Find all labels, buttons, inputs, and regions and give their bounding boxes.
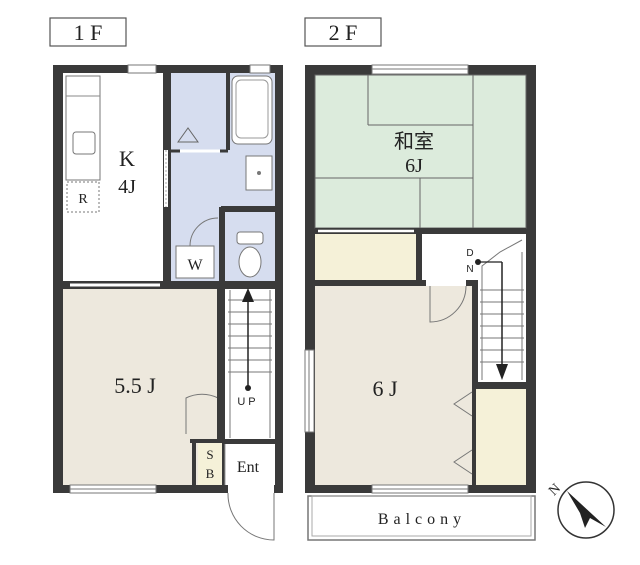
fridge-space [66, 181, 100, 213]
balcony-label: Balcony [378, 511, 466, 528]
entrance-door-swing [227, 492, 275, 541]
shoe-box [198, 441, 222, 485]
balcony [307, 495, 536, 541]
room-6j-label: 6 J [372, 376, 398, 401]
washer-label: W [187, 257, 203, 274]
kitchen-label: K [119, 146, 135, 171]
floor1-stairs [225, 289, 275, 441]
closet-lower [476, 388, 526, 485]
stairs-up-label: UP [237, 396, 258, 408]
stairs-down-label-n: N [466, 264, 473, 275]
floor2-title: 2 F [329, 20, 358, 45]
tatami-room-label: 和室 [394, 130, 434, 153]
toilet-icon [238, 246, 262, 278]
floor1-title-box: 1 F [49, 17, 127, 47]
entrance-floor [225, 444, 275, 485]
up-arrow-icon [242, 288, 254, 302]
sink-icon [72, 131, 96, 155]
room-5-5j [63, 289, 217, 485]
north-arrow-icon [567, 491, 606, 528]
shoe-box-label-s: S [206, 447, 213, 462]
room-6j-door-swing [429, 285, 467, 323]
room-5-5j-label: 5.5 J [114, 373, 156, 398]
floor2-title-box: 2 F [304, 17, 382, 47]
kitchen-size: 4J [118, 176, 136, 198]
stairs-down-label-d: D [466, 248, 473, 259]
down-arrow-icon [496, 364, 508, 380]
floor2-plan: 和室 6J D N 6 J [304, 64, 536, 541]
bathtub-icon [231, 75, 273, 145]
closet-upper [315, 234, 418, 280]
washer-space [175, 245, 215, 279]
compass: N [546, 481, 615, 539]
shoe-box-label-b: B [206, 466, 215, 481]
tatami-room-size: 6J [405, 155, 423, 177]
entrance-label: Ent [237, 459, 260, 476]
floor1-plan: R K 4J W 5.5 J [53, 64, 283, 541]
floor1-title: 1 F [74, 20, 103, 45]
room-6j [315, 286, 472, 485]
fridge-label: R [78, 192, 88, 207]
